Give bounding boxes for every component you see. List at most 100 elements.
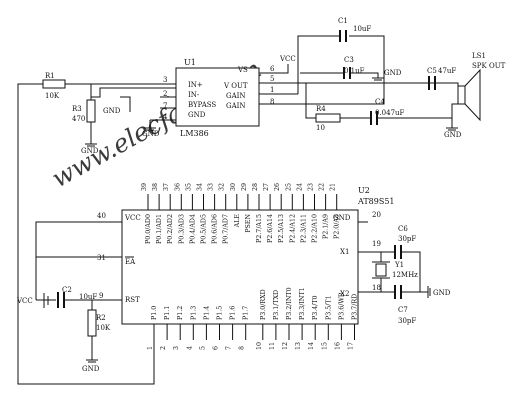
u2-top-pin-label: P2.1/A9 [323, 214, 330, 239]
u1-ref: U1 [184, 58, 196, 67]
c5-value: 47uF [438, 67, 456, 75]
u2-top-pin-number: 24 [296, 183, 303, 191]
u1-pin-label-gnd: GND [188, 111, 206, 119]
u2-bottom-pin-number: 15 [321, 342, 328, 350]
c7-ref: C7 [398, 306, 408, 314]
c3-ref: C3 [344, 56, 354, 64]
u2-top-pin-label: P2.0/A8 [334, 214, 341, 239]
u2-bottom-pin-label: P1.5 [217, 306, 224, 320]
u2-top-pin-label: P0.0/AD0 [145, 214, 152, 244]
u2-bottom-pin-number: 16 [334, 342, 341, 350]
u2-label-vcc: VCC [124, 214, 141, 222]
vcc-label-left: VCC [16, 297, 33, 305]
u2-top-pin-number: 29 [241, 183, 248, 191]
wire-vs [259, 64, 289, 74]
u2-top-pin-label: P2.5/A13 [278, 214, 285, 243]
u2-bottom-pin-label: P3.5/T1 [325, 295, 332, 320]
wire-r3-gnd [85, 122, 97, 147]
u2-top-pin-number: 34 [197, 183, 204, 191]
r3-value: 470 [72, 115, 85, 123]
u2-pin-18: 18 [372, 284, 381, 292]
u2-bottom-pin-number: 11 [269, 342, 276, 350]
y1-value: 12MHz [392, 271, 418, 279]
r3-ref: R3 [72, 105, 82, 113]
u2-top-pin-number: 33 [208, 183, 215, 191]
u2-part: AT89S51 [357, 197, 395, 206]
u2-label-rst: RST [125, 296, 140, 304]
r4-value: 10 [316, 124, 325, 132]
u2-bottom-pin-number: 17 [348, 342, 355, 350]
u1-pin-num-7: 7 [163, 102, 167, 110]
u2-bottom-pin-number: 6 [213, 346, 220, 350]
u2-bottom-pin-label: P1.2 [177, 306, 184, 320]
c2-value: 10uF [79, 293, 97, 301]
c3-value: 0.1uF [344, 67, 365, 75]
u2-top-pin-number: 30 [230, 183, 237, 191]
u1-pin-label-gain8: GAIN [226, 102, 246, 110]
u2-pin-9: 9 [99, 292, 103, 300]
c4-ref: C4 [375, 98, 385, 106]
u2-bottom-pin-label: P3.7/RD [352, 294, 359, 320]
capacitor-c5: C5 47uF [427, 67, 459, 90]
u2-bottom-pin-number: 8 [239, 346, 246, 350]
u2-top-pin-label: P2.3/A11 [300, 214, 307, 243]
u2-top-pin-label: P0.6/AD6 [212, 214, 219, 244]
c6-value: 30pF [398, 235, 416, 243]
c1-value: 10uF [353, 25, 371, 33]
wire-p-left-loop [17, 83, 155, 385]
u1-pin-label-bypass: BYPASS [188, 101, 216, 109]
u2-top-pin-number: 23 [308, 183, 315, 191]
u2-bottom-pin-label: P1.1 [164, 306, 171, 320]
u2-body [121, 209, 359, 325]
u2-bottom-pin-group: 1P1.02P1.13P1.24P1.35P1.46P1.57P1.68P1.7… [147, 287, 359, 350]
r2-ref: R2 [96, 314, 106, 322]
wire-vcc-ea [35, 221, 122, 300]
wire-inminus-gnd [160, 96, 176, 98]
u2-bottom-pin-label: P1.6 [230, 306, 237, 320]
u1-pin-num-6: 6 [270, 65, 275, 73]
u2-top-pin-label: P2.2/A10 [312, 214, 319, 243]
u2-bottom-pin-number: 4 [186, 346, 193, 350]
c5-ref: C5 [427, 67, 437, 75]
wire-c1-loop [297, 35, 385, 105]
u2-top-pin-label: PSEN [245, 214, 252, 233]
u2-top-pin-number: 25 [285, 183, 292, 191]
u2-top-pin-number: 26 [274, 183, 281, 191]
u1-pin-num-3: 3 [163, 76, 167, 84]
u2-bottom-pin-label: P3.0/RXD [260, 289, 267, 320]
gnd-label-r2: GND [82, 365, 100, 373]
u2-bottom-pin-number: 13 [295, 342, 302, 350]
u2-bottom-pin-number: 5 [199, 346, 206, 350]
u2-top-pin-label: P0.1/AD1 [156, 214, 163, 244]
u2-bottom-pin-number: 1 [147, 346, 154, 350]
resistor-r1: R1 10K [42, 72, 66, 100]
gnd-label-u1a: GND [103, 107, 121, 115]
wire-r3-to-inminus [90, 84, 176, 100]
u2-label-x2: X2 [340, 290, 349, 298]
u2-top-pin-group: 39P0.0/AD038P0.1/AD137P0.2/AD236P0.3/AD3… [141, 183, 341, 244]
gnd-label-c7: GND [433, 289, 451, 297]
u1-pin-num-2: 2 [163, 90, 167, 98]
u2-pin-19: 19 [372, 240, 381, 248]
capacitor-c6: C6 30pF [394, 225, 421, 292]
u2-top-pin-label: P0.7/AD7 [223, 214, 230, 244]
u2-top-pin-label: P0.4/AD4 [189, 214, 196, 244]
u2-top-pin-label: P2.4/A12 [289, 214, 296, 243]
u2-bottom-pin-number: 10 [256, 342, 263, 350]
r1-ref: R1 [45, 72, 55, 80]
u2-bottom-pin-label: P3.1/TXD [273, 290, 280, 320]
c2-ref: C2 [62, 286, 72, 294]
u2-bottom-pin-label: P1.7 [243, 306, 250, 320]
u2-top-pin-number: 37 [163, 183, 170, 191]
gnd-symbol-u1 [144, 127, 156, 131]
u2-top-pin-label: P2.6/A14 [267, 214, 274, 243]
vcc-label-top: VCC [279, 55, 296, 63]
ls1-ref: LS1 [472, 52, 486, 60]
u2-top-pin-number: 38 [152, 183, 159, 191]
u1-pin-label-in-plus: IN+ [188, 81, 203, 89]
u2-top-pin-number: 27 [263, 183, 270, 191]
u2-bottom-pin-number: 7 [226, 346, 233, 350]
u2-bottom-pin-label: P3.4/T0 [312, 295, 319, 320]
c1-ref: C1 [338, 17, 348, 25]
gnd-label-ls1: GND [444, 131, 462, 139]
